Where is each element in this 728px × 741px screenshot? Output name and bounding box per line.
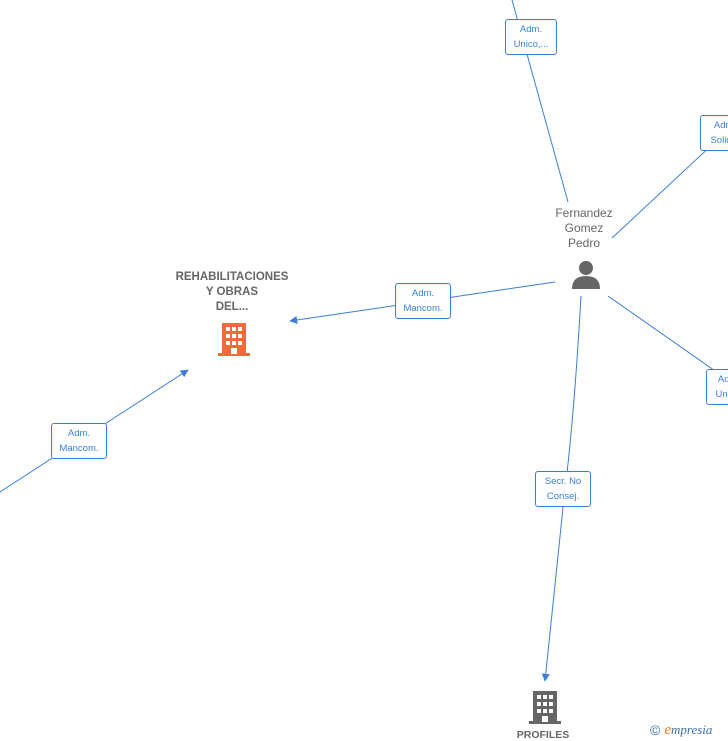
edge-label-adm-mancom-person[interactable]: Adm. Mancom. — [395, 283, 451, 319]
company-profiles-name[interactable]: PROFILES — [516, 729, 570, 741]
edge-label-adm-unic[interactable]: Adm. Unic... — [706, 369, 728, 405]
building-icon[interactable] — [218, 321, 250, 357]
brand-watermark: © empresia — [650, 720, 712, 740]
brand-logo: empresia — [664, 721, 713, 738]
edge-label-adm-solid[interactable]: Adm. Solid... — [700, 115, 728, 151]
edge-label-secr-no-consej[interactable]: Secr. No Consej. — [535, 471, 591, 507]
building-icon[interactable] — [529, 689, 561, 725]
edge-label-adm-unico[interactable]: Adm. Unico,... — [505, 19, 557, 55]
person-icon[interactable] — [571, 259, 601, 289]
person-name[interactable]: Fernandez Gomez Pedro — [555, 206, 613, 250]
copyright-symbol: © — [650, 722, 661, 738]
edge-label-adm-mancom-left[interactable]: Adm. Mancom. — [51, 423, 107, 459]
company-main-name[interactable]: REHABILITACIONES Y OBRAS DEL... — [175, 271, 289, 313]
edge-line-lower-right — [607, 295, 728, 381]
